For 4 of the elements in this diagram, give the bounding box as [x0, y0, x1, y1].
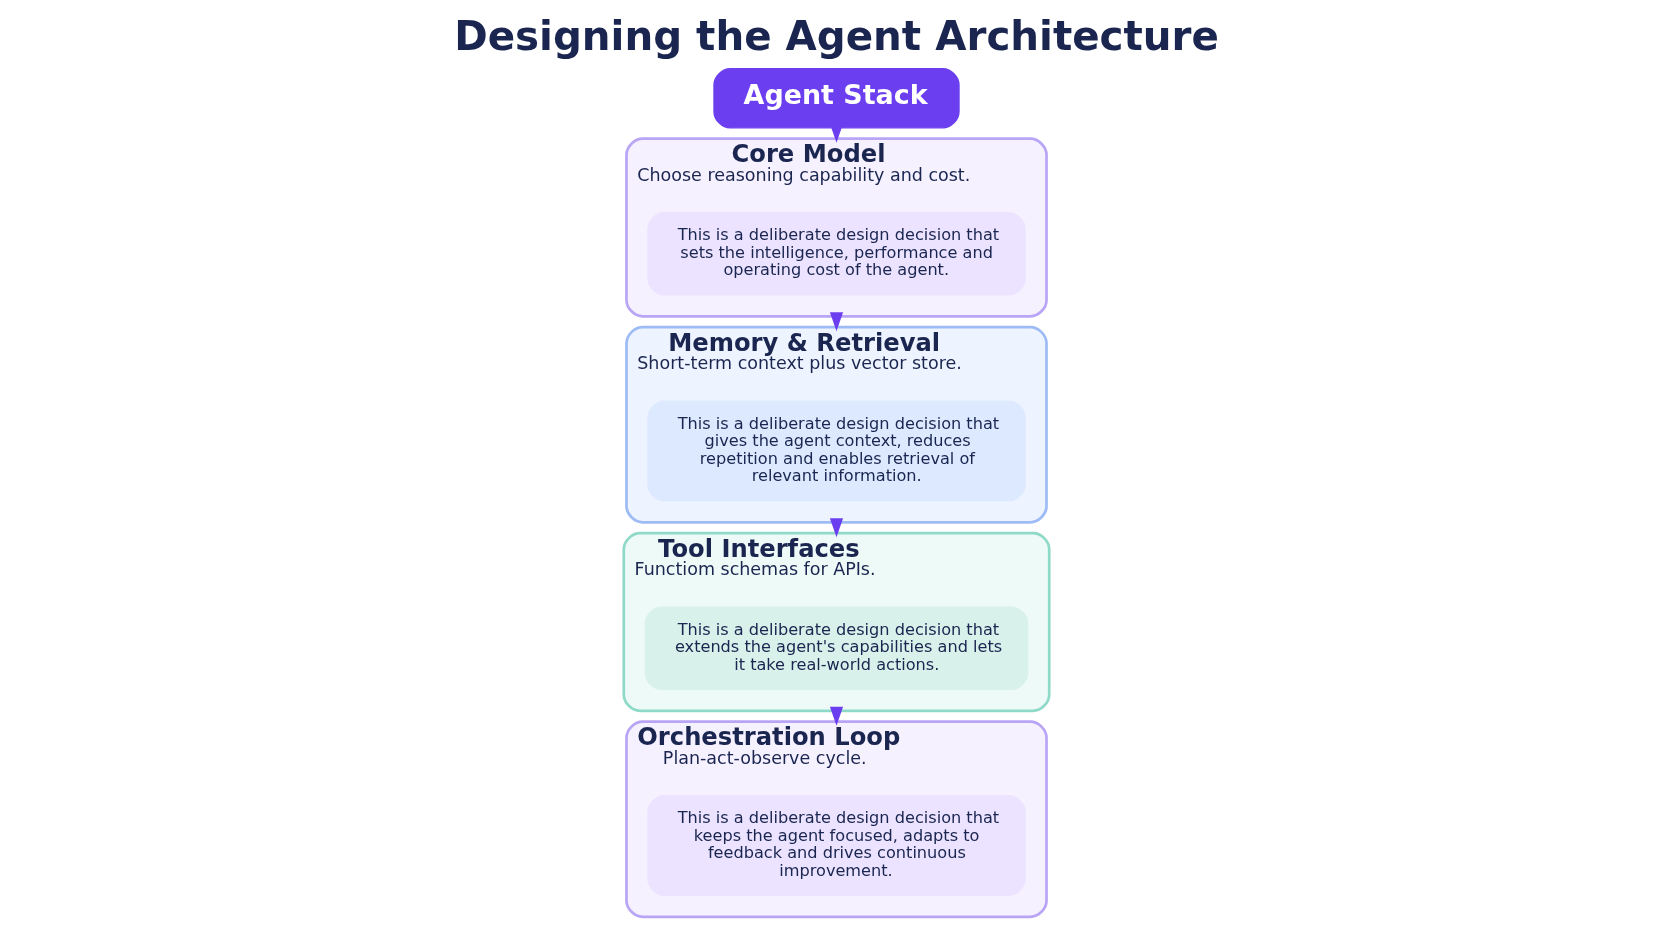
diagram-title: Designing the Agent Architecture: [453, 12, 1219, 60]
arrow: [829, 706, 843, 726]
arrow: [829, 312, 843, 332]
arrow: [829, 518, 843, 538]
